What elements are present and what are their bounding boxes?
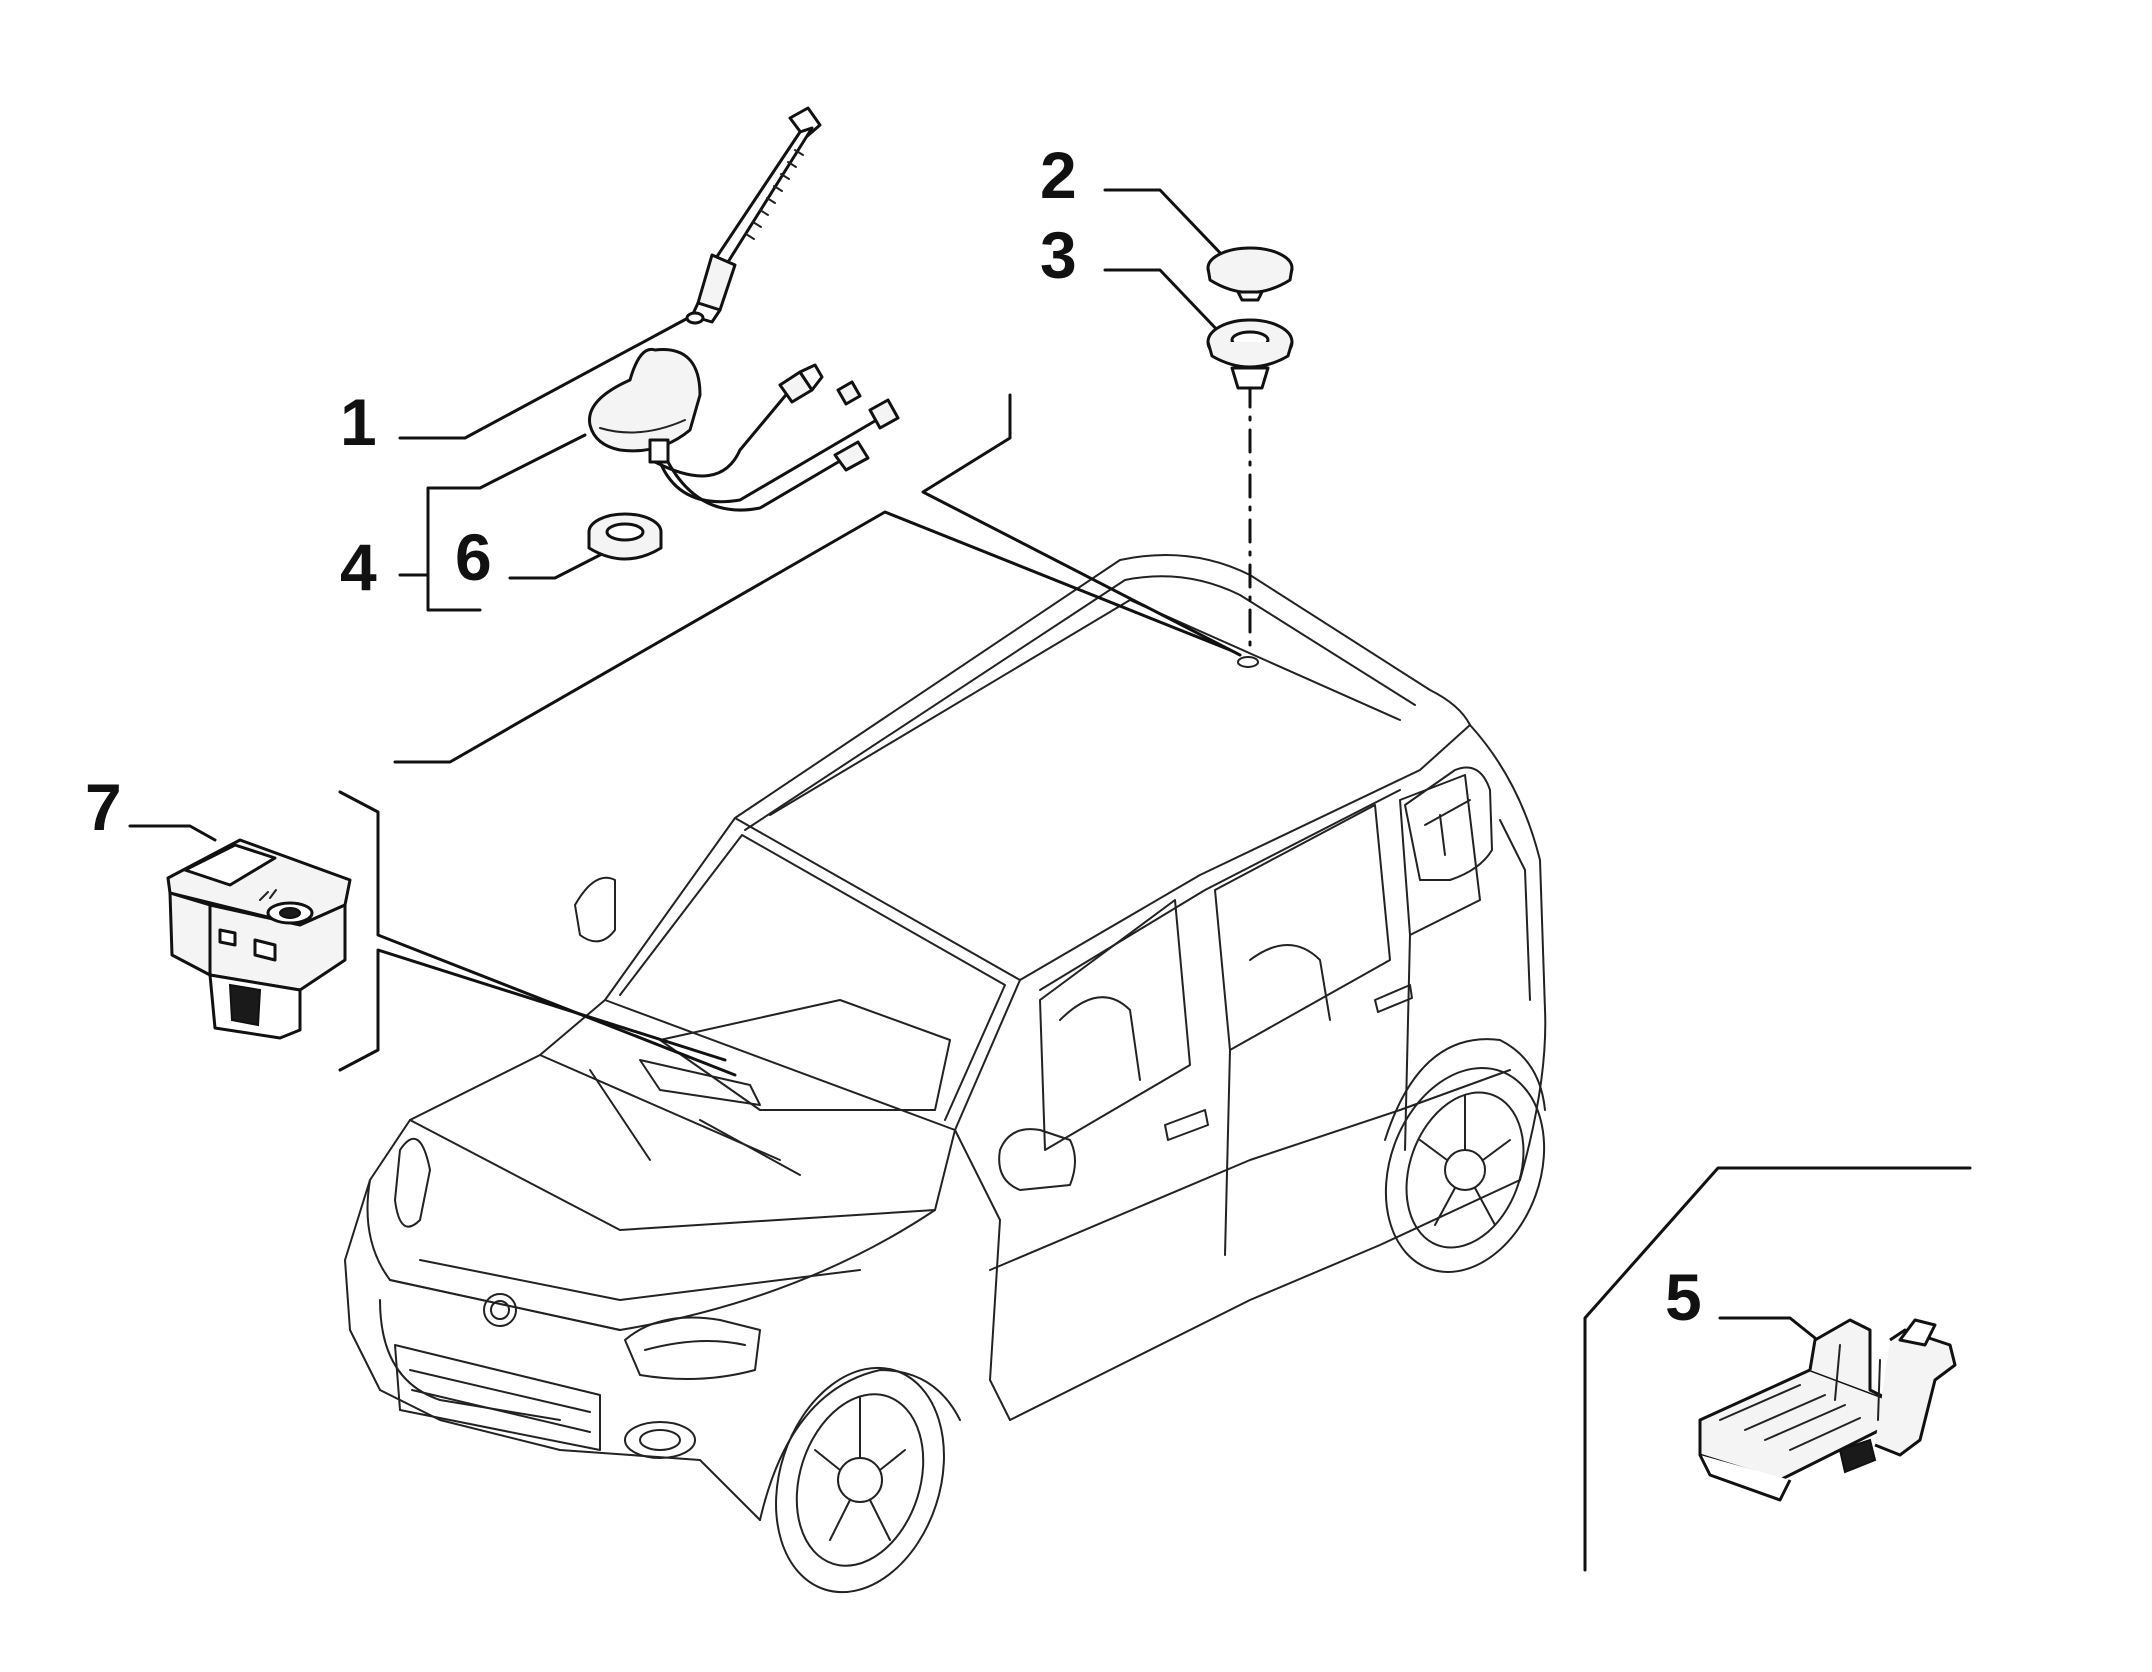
- leader-lines: [128, 188, 1972, 1572]
- car-illustration: [344, 554, 1547, 1594]
- usb-socket-icon: [166, 838, 352, 1040]
- cap-plug-icon: [1206, 246, 1294, 302]
- callout-5: 5: [1665, 1260, 1702, 1334]
- connector-clip-icon: [1698, 1318, 1957, 1502]
- antenna-base-bracket-icon: [588, 347, 900, 512]
- callout-3: 3: [1040, 218, 1077, 292]
- grommet-icon: [1206, 318, 1294, 390]
- callout-1: 1: [340, 385, 377, 459]
- callout-4: 4: [340, 530, 377, 604]
- seal-ring-icon: [587, 512, 663, 561]
- callout-2: 2: [1040, 138, 1077, 212]
- callout-6: 6: [455, 520, 492, 594]
- callout-labels: 1 2 3 4 6 7 5: [85, 138, 1702, 1334]
- callout-7: 7: [85, 770, 122, 844]
- antenna-mast-icon: [685, 106, 822, 325]
